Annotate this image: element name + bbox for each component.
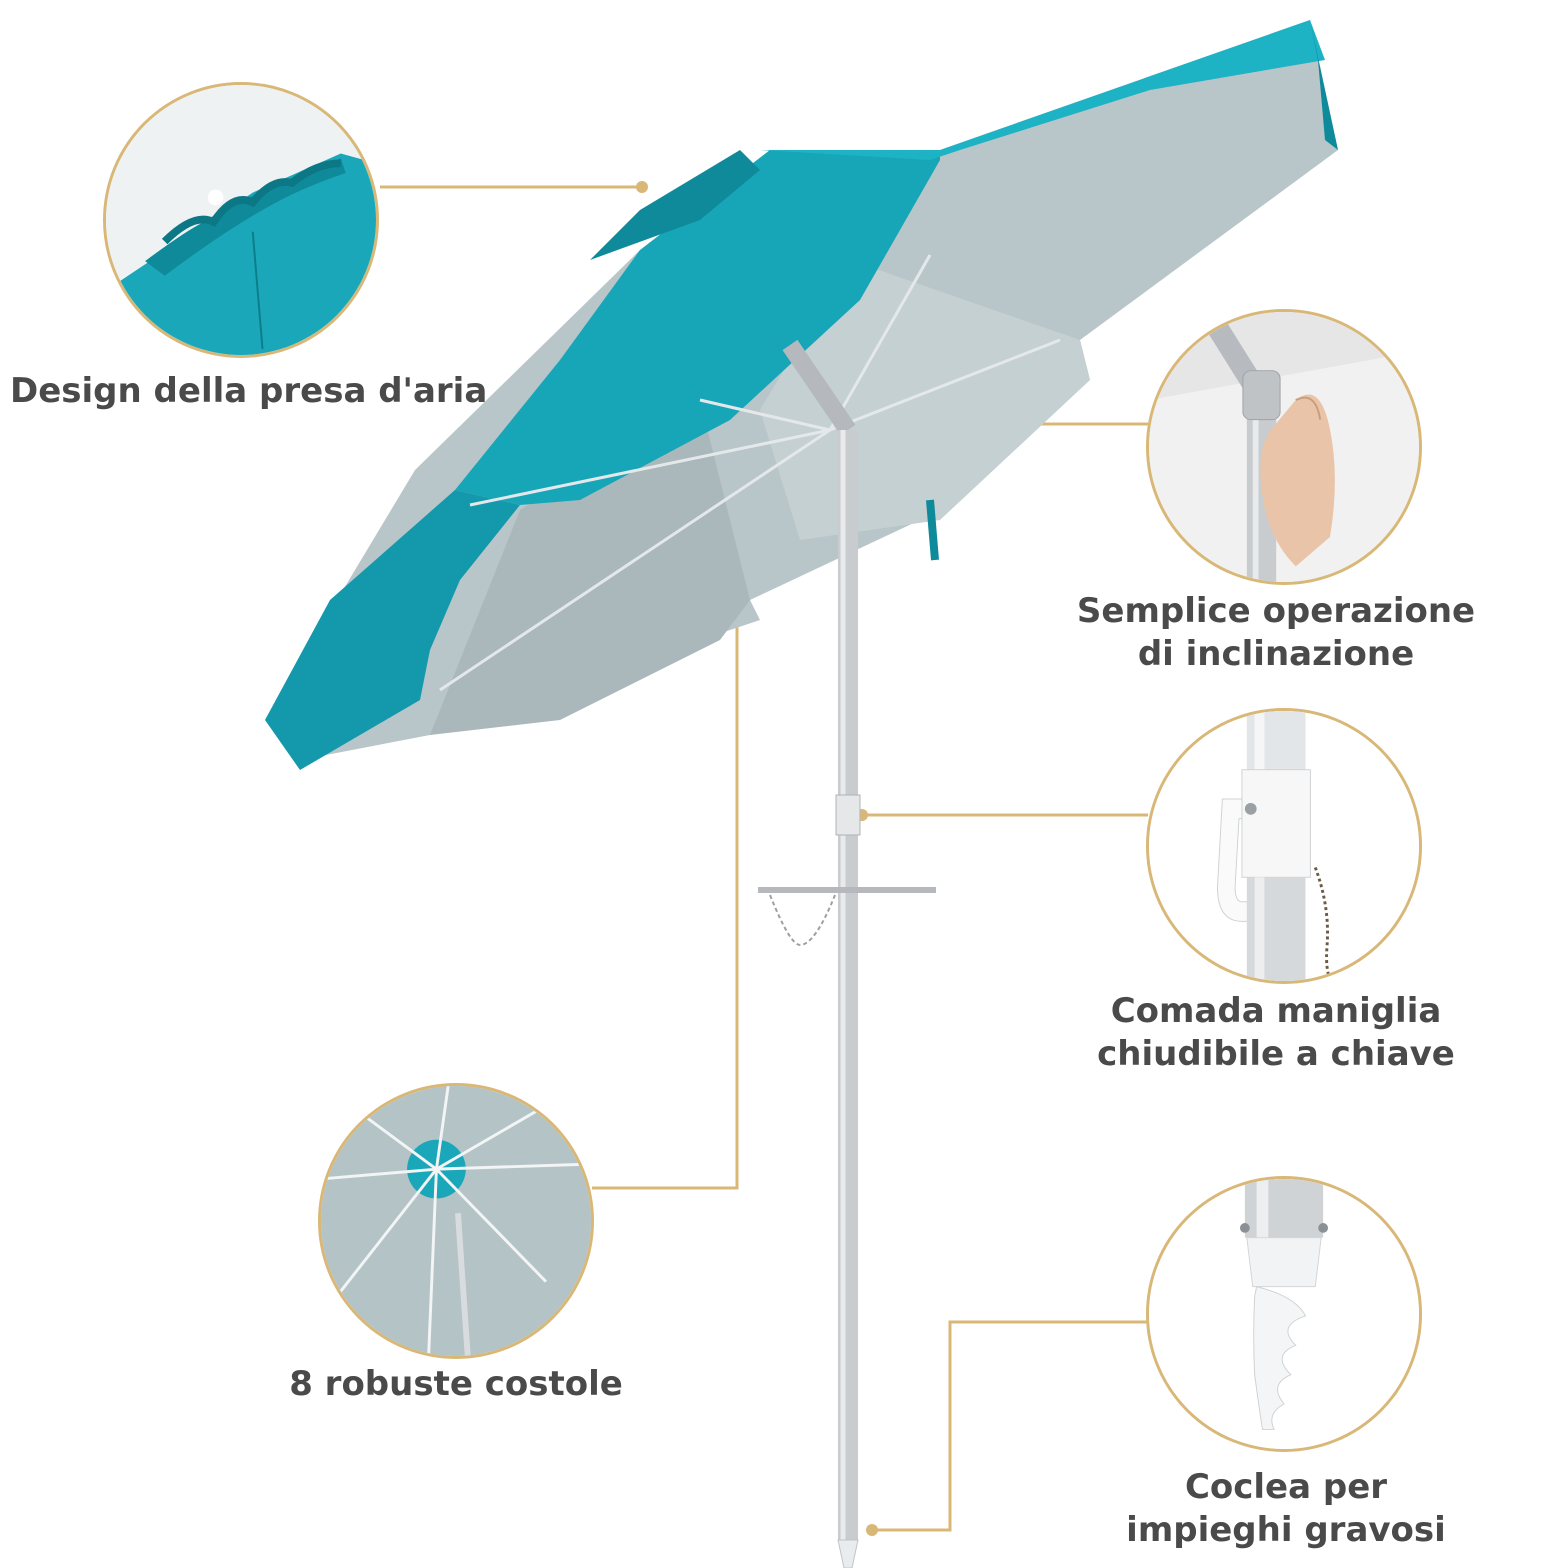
callout-line-auger bbox=[872, 1320, 1148, 1532]
umbrella-pole bbox=[758, 339, 936, 1568]
ribs-label: 8 robuste costole bbox=[289, 1364, 623, 1404]
umbrella-canopy bbox=[265, 20, 1338, 770]
auger-detail-photo bbox=[1146, 1176, 1422, 1452]
lock-handle-detail-photo bbox=[1146, 708, 1422, 984]
vent-label: Design della presa d'aria bbox=[10, 371, 488, 411]
callout-line-ribs bbox=[592, 462, 739, 1190]
tilt-label: Semplice operazione di inclinazione bbox=[1076, 591, 1476, 674]
tilt-detail-photo bbox=[1146, 309, 1422, 585]
ribs-detail-photo bbox=[318, 1083, 594, 1359]
lock-label: Comada maniglia chiudibile a chiave bbox=[1097, 991, 1455, 1074]
vent-detail-photo bbox=[103, 82, 379, 358]
auger-label: Coclea per impieghi gravosi bbox=[1126, 1467, 1446, 1550]
